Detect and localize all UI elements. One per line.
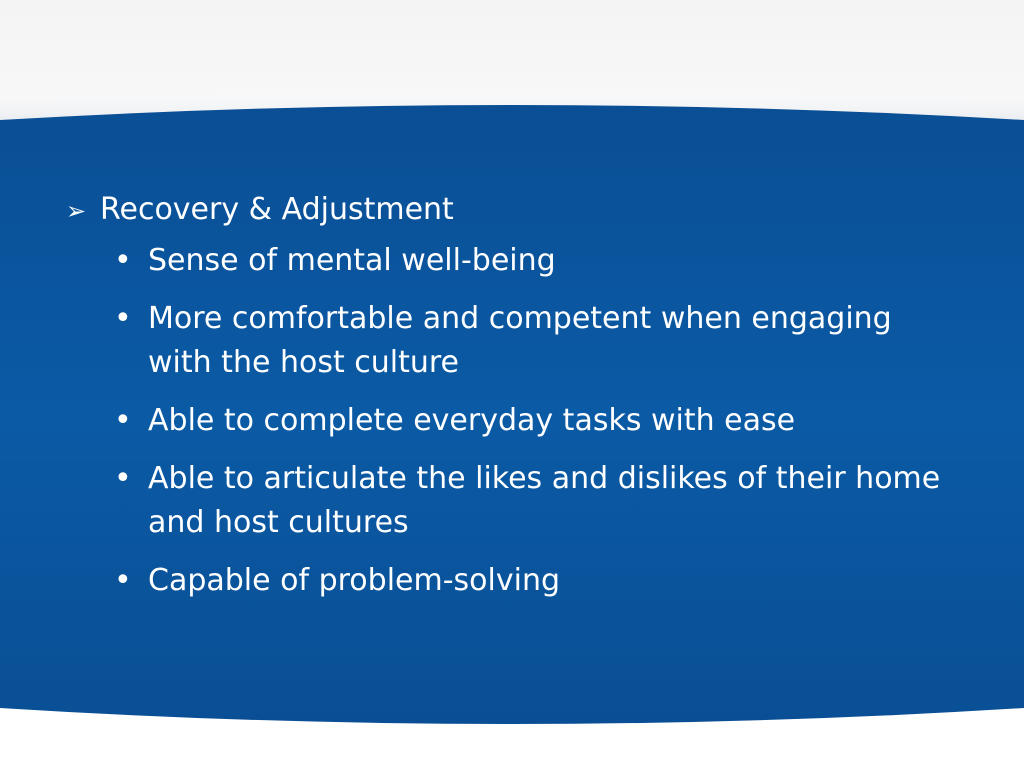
bullet-text: Able to complete everyday tasks with eas…: [148, 403, 796, 438]
bullet-text: Capable of problem-solving: [148, 563, 561, 598]
bullet-dot-icon: •: [114, 461, 132, 496]
bullet-text: Able to articulate the likes and dislike…: [148, 461, 941, 540]
bullet-item: • Able to articulate the likes and disli…: [66, 457, 996, 545]
bullet-text: Sense of mental well-being: [148, 243, 556, 278]
bullet-item: • Sense of mental well-being: [66, 239, 996, 283]
arrow-right-icon: ➢: [66, 197, 87, 225]
slide-content: ➢ Recovery & Adjustment • Sense of menta…: [66, 186, 996, 617]
bullet-item: • Able to complete everyday tasks with e…: [66, 399, 996, 443]
slide-heading: ➢ Recovery & Adjustment: [66, 186, 996, 235]
bullet-item: • More comfortable and competent when en…: [66, 297, 996, 385]
bullet-text: More comfortable and competent when enga…: [148, 301, 892, 380]
bullet-dot-icon: •: [114, 403, 132, 438]
bullet-item: • Capable of problem-solving: [66, 559, 996, 603]
bullet-list: • Sense of mental well-being • More comf…: [66, 239, 996, 603]
heading-text: Recovery & Adjustment: [100, 192, 454, 227]
bullet-dot-icon: •: [114, 301, 132, 336]
bullet-dot-icon: •: [114, 243, 132, 278]
bullet-dot-icon: •: [114, 563, 132, 598]
